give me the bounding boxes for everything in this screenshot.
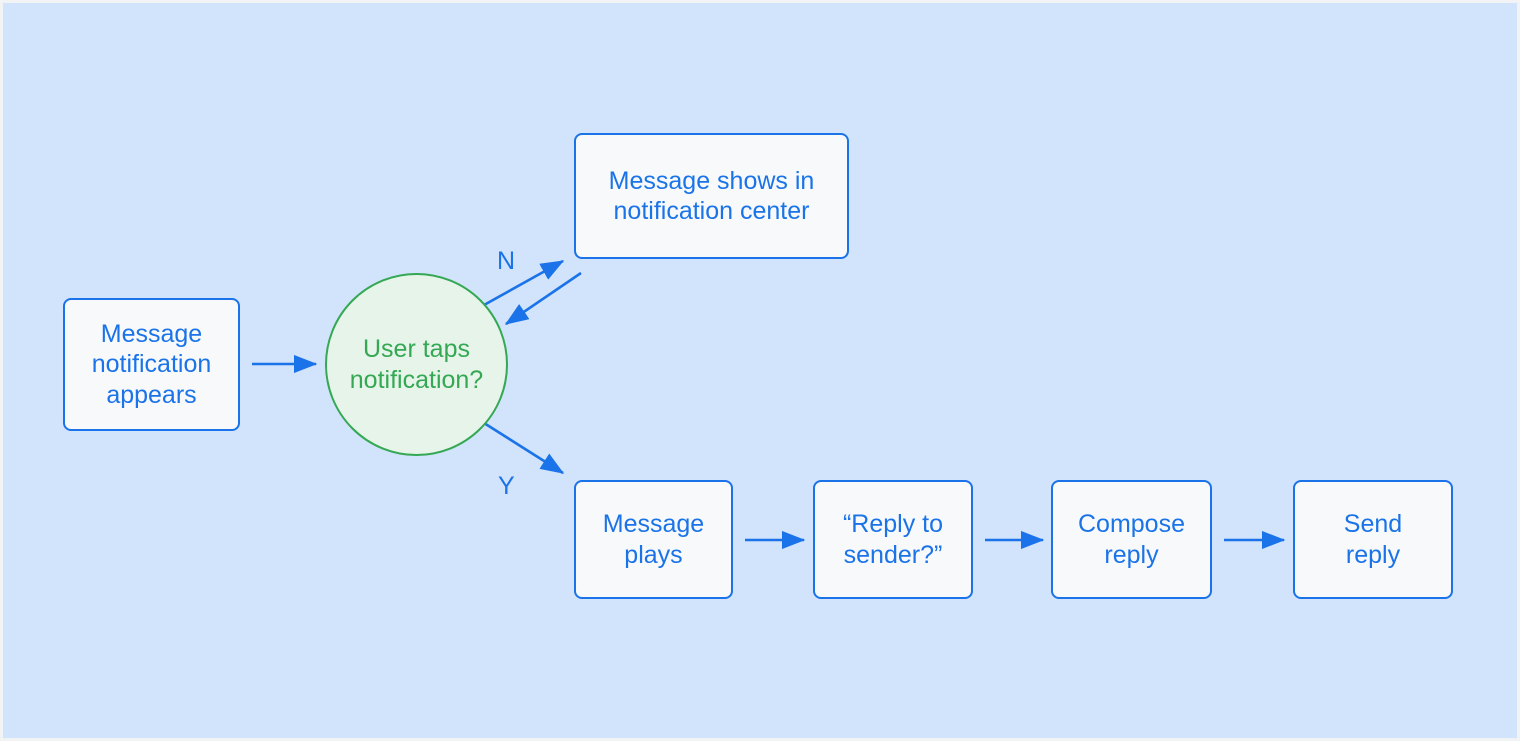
node-label: Message plays [602,510,705,569]
node-message-notification-appears[interactable]: Message notification appears [63,298,240,431]
node-reply-to-sender-prompt[interactable]: “Reply to sender?” [813,480,973,599]
node-message-shows-in-notification-center[interactable]: Message shows in notification center [574,133,849,259]
edge-notification-center-to-decision [504,271,582,326]
node-send-reply[interactable]: Send reply [1293,480,1453,599]
node-label: Message notification appears [91,319,212,409]
edge-decision-to-notification-center [483,259,565,307]
node-label: “Reply to sender?” [842,510,944,569]
node-label: User taps notification? [349,335,484,394]
node-label: Compose reply [1078,510,1185,569]
node-label: Send reply [1343,510,1403,569]
node-message-plays[interactable]: Message plays [574,480,733,599]
edge-label-yes: Y [498,472,515,500]
node-compose-reply[interactable]: Compose reply [1051,480,1212,599]
edge-decision-to-message-plays [483,421,565,475]
edge-label-no: N [497,247,516,275]
node-label: Message shows in notification center [608,166,815,226]
node-user-taps-notification-decision[interactable]: User taps notification? [325,273,508,456]
